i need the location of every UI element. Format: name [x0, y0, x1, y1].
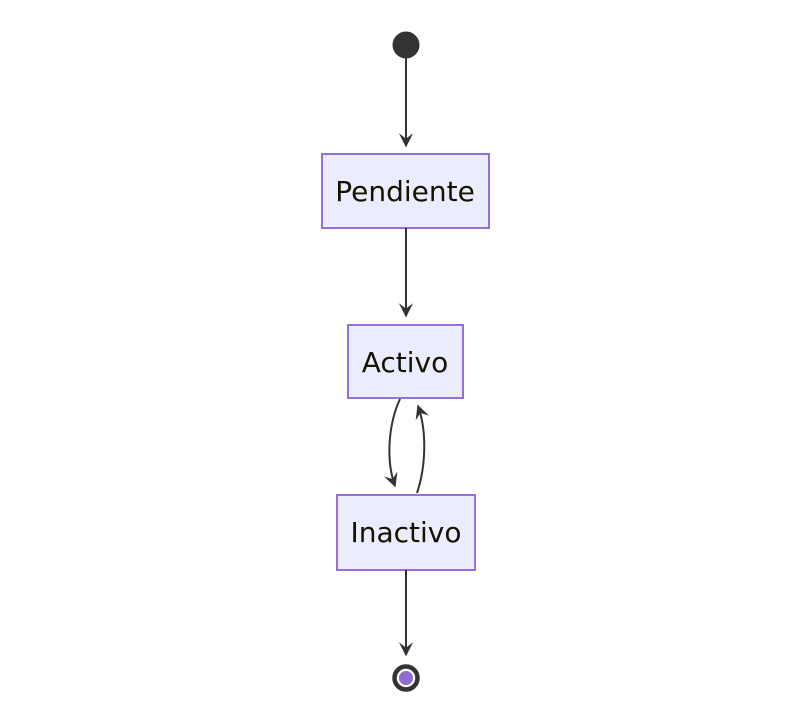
state-label-pendiente: Pendiente: [335, 175, 475, 208]
end-state-node-core: [399, 671, 413, 685]
state-node-activo: [347, 324, 464, 399]
state-label-inactivo: Inactivo: [350, 516, 461, 549]
start-state-node: [392, 31, 420, 59]
transition-arrow-activo-to-inactivo: [384, 398, 401, 488]
state-node-inactivo: [336, 494, 476, 571]
transition-arrow-inactivo-to-activo: [415, 404, 429, 494]
state-label-activo: Activo: [362, 346, 449, 379]
